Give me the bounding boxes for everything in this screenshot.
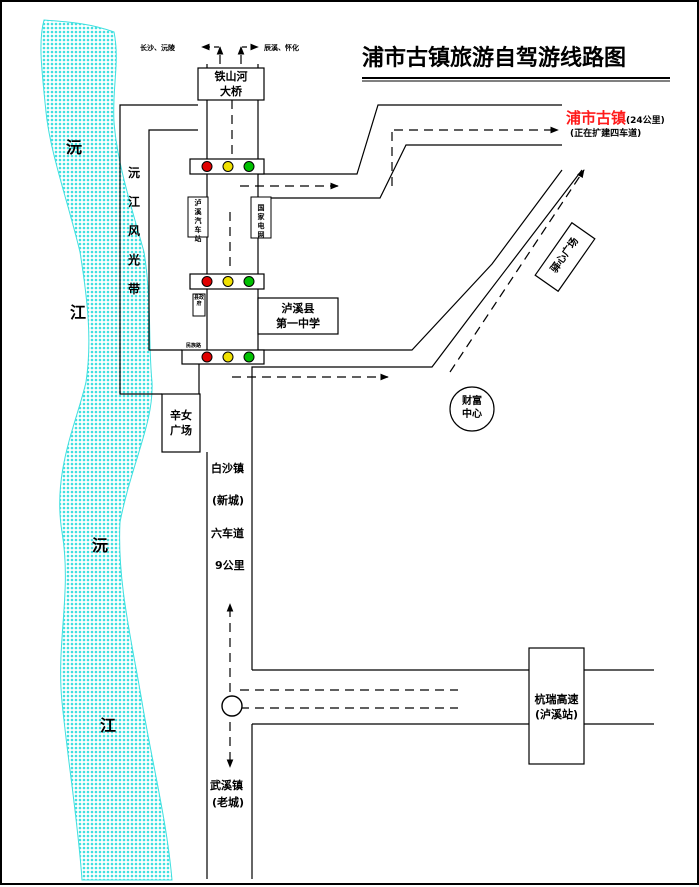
wealth-center-label: 财富 中心 — [450, 395, 494, 421]
school-line1: 泸溪县 — [281, 302, 315, 315]
roundabout — [221, 695, 243, 717]
highway-line1: 杭瑞高速 — [534, 693, 579, 706]
bus-station-box — [187, 196, 209, 238]
new-city-l1: 白沙镇 — [211, 462, 244, 475]
small-sign-box — [192, 293, 206, 317]
destination-distance: (24公里) — [626, 116, 665, 126]
square-label: 辛女 广场 — [162, 408, 200, 438]
bridge-line2: 大桥 — [220, 85, 242, 98]
yuan-river — [40, 19, 173, 881]
map-title: 浦市古镇旅游自驾游线路图 — [362, 46, 627, 71]
new-city-l2: (新城) — [212, 494, 245, 507]
bridge-box — [197, 67, 265, 101]
power-grid-box — [250, 196, 272, 239]
river-label-4: 江 — [100, 716, 117, 735]
new-city-l3: 六车道 — [211, 527, 244, 540]
wealth-center-line1: 财富 — [462, 396, 482, 407]
small-sign-label: 县政府 — [194, 295, 205, 307]
destination-name: 浦市古镇 — [566, 109, 627, 127]
traffic-light-1 — [189, 158, 265, 175]
square-box — [161, 393, 201, 453]
school-label: 泸溪县 第一中学 — [258, 301, 338, 331]
scenic-belt-label: 沅江风光带 — [127, 166, 140, 296]
wealth-center-line2: 中心 — [462, 409, 482, 420]
river-label-1: 沅 — [66, 138, 83, 157]
square-line2: 广场 — [170, 424, 192, 437]
traffic-light-2 — [189, 273, 265, 290]
new-city-l4: 9公里 — [215, 559, 245, 572]
old-town-l2: (老城) — [212, 796, 245, 809]
wealth-center-circle — [449, 386, 495, 432]
bridge-line1: 铁山河 — [214, 70, 248, 83]
bus-station-label: 泸溪汽车站 — [194, 199, 202, 243]
river-label-3: 沅 — [92, 536, 109, 555]
highway-label: 杭瑞高速 (泸溪站) — [529, 692, 584, 722]
rotated-box — [534, 221, 596, 293]
bridge-label: 铁山河 大桥 — [198, 69, 264, 99]
river-label-2: 江 — [70, 303, 87, 322]
old-town-l1: 武溪镇 — [210, 779, 243, 792]
highway-line2: (泸溪站) — [534, 708, 579, 721]
school-box — [257, 297, 339, 335]
power-grid-label: 国家电网 — [257, 204, 265, 239]
small-sign2-label: 民族路 — [186, 343, 202, 349]
traffic-light-3 — [181, 349, 265, 365]
square-line1: 辛女 — [170, 409, 192, 422]
direction-right: 辰溪、怀化 — [264, 44, 299, 52]
destination-label: 浦市古镇(24公里) — [566, 109, 665, 127]
destination-note: (正在扩建四车道) — [570, 129, 642, 139]
school-line2: 第一中学 — [276, 317, 320, 330]
direction-left: 长沙、沅陵 — [140, 44, 175, 52]
highway-box — [528, 647, 585, 765]
